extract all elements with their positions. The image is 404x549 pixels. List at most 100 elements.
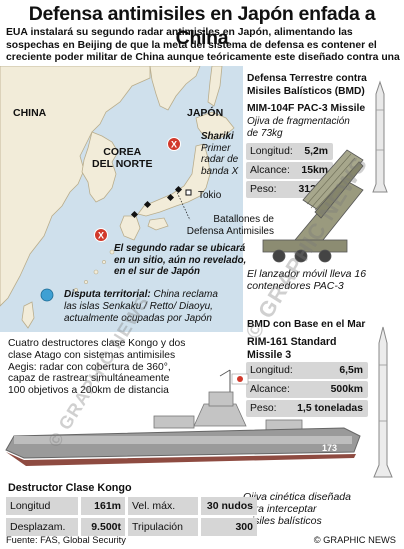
sm3-spec-weight-key: Peso:: [250, 403, 277, 414]
dispute-line3: actualmente ocupadas por Japón: [64, 312, 212, 324]
pac3-warhead-line2: de 73kg: [247, 127, 283, 139]
battery-markers: [130, 185, 183, 219]
dispute-line1: China reclama: [153, 289, 218, 300]
page-title: Defensa antimisiles en Japón enfada a Ch…: [28, 3, 376, 49]
sm3-spec-weight: Peso: 1,5 toneladas: [246, 400, 368, 417]
second-radar-marker: X: [94, 228, 108, 242]
spec-displacement-value: 9.500t: [81, 518, 125, 536]
label-japan: JAPÓN: [187, 107, 224, 119]
taiwan: [21, 301, 35, 329]
destroyer-spec-row: Desplazam. 9.500t Tripulación 300: [6, 518, 257, 536]
second-radar-line3: en el sur de Japón: [114, 266, 201, 277]
dispute-line2: las islas Senkaku / Retto/ Diaoyu,: [64, 300, 213, 312]
label-north-korea-line2: DEL NORTE: [92, 158, 153, 170]
launcher-caption-line2: contenedores PAC-3: [247, 280, 344, 292]
sm3-spec-range-key: Alcance:: [250, 384, 290, 395]
pac3-spec-range-key: Alcance:: [250, 165, 290, 176]
kyushu: [119, 215, 141, 241]
sm3-spec-length-value: 6,5m: [339, 365, 363, 376]
ships-text-line4: capaz de rastrear simultáneamente: [8, 373, 170, 385]
credit-text: © GRAPHIC NEWS: [313, 535, 396, 545]
destroyer-spec-row: Longitud 161m Vel. máx. 30 nudos: [6, 497, 257, 515]
launcher-caption-line1: El lanzador móvil lleva 16: [247, 268, 367, 280]
label-north-korea: COREA DEL NORTE: [92, 146, 152, 170]
spec-speed-key: Vel. máx.: [128, 497, 198, 515]
sm3-warhead-line2: para interceptar: [243, 503, 317, 515]
sakhalin: [207, 66, 223, 107]
shariki-desc-3: banda X: [201, 165, 239, 177]
label-batteries: Batallones de Defensa Antimisiles: [164, 214, 274, 237]
pac3-missile-title: MIM-104F PAC-3 Missile: [247, 103, 366, 114]
dispute-title: Disputa territorial:: [64, 289, 151, 300]
pac3-warhead-line1: Ojiva de fragmentación: [247, 116, 350, 127]
destroyer-drawing: 173: [5, 369, 361, 466]
pac3-warhead: Ojiva de fragmentación de 73kg: [247, 116, 350, 139]
label-north-korea-line1: COREA: [103, 146, 142, 158]
sm3-spec-weight-value: 1,5 toneladas: [297, 403, 363, 414]
pac3-spec-range: Alcance: 15km: [246, 162, 333, 179]
sm3-spec-range: Alcance: 500km: [246, 381, 368, 398]
pac3-launcher-drawing: [262, 149, 364, 263]
launcher-caption: El lanzador móvil lleva 16 contenedores …: [247, 268, 366, 292]
second-radar-x-glyph: X: [98, 231, 104, 241]
honshu: [137, 143, 211, 217]
dispute-label: Disputa territorial: China reclama las i…: [64, 289, 218, 324]
korean-peninsula: [81, 131, 119, 203]
spec-displacement-key: Desplazam.: [6, 518, 78, 536]
tokyo-marker: [185, 189, 192, 196]
sm3-warhead: Ojiva cinética diseñada para interceptar…: [243, 491, 351, 527]
label-china: CHINA: [13, 107, 47, 119]
spec-speed-value: 30 nudos: [201, 497, 257, 515]
pac3-spec-weight-key: Peso:: [250, 184, 277, 195]
pac3-spec-length-value: 5,2m: [304, 146, 328, 157]
shariki-x-glyph: X: [171, 140, 177, 150]
sm3-spec-length-key: Longitud:: [250, 365, 293, 376]
shariki-name: Shariki: [201, 131, 234, 142]
shariki-label: Shariki Primer radar de banda X: [201, 131, 238, 177]
ships-text-line5: 100 objetivos a 200km de distancia: [8, 385, 169, 397]
sm3-warhead-line3: misiles balísticos: [243, 515, 322, 527]
shikoku: [147, 217, 169, 231]
ryukyu-islands: [74, 249, 115, 292]
second-radar-label: El segundo radar se ubicará en un sitio,…: [114, 243, 246, 278]
sm3-title-line2: Missile 3: [247, 348, 292, 361]
russia-coast: [149, 66, 201, 111]
batteries-line1: Batallones de: [213, 214, 274, 225]
spec-crew-key: Tripulación: [128, 518, 198, 536]
ships-text-line1: Cuatro destructores clase Kongo y dos: [8, 338, 186, 349]
pac3-missile-drawing: [372, 80, 388, 193]
pac3-spec-range-value: 15km: [301, 165, 328, 176]
map: X X: [0, 66, 243, 332]
second-radar-line2: en un sitio, aún no revelado,: [114, 254, 247, 266]
ships-text-line3: Aegis: radar con cobertura de 360°,: [8, 361, 171, 373]
shariki-desc-2: radar de: [201, 154, 239, 165]
shariki-radar-marker: X: [167, 137, 181, 151]
land-header-line2: Misiles Balísticos (BMD): [247, 85, 365, 97]
pac3-spec-length: Longitud: 5,2m: [246, 143, 333, 160]
ships-text-line2: clase Atago con sistemas antimisiles: [8, 349, 176, 361]
land-header-line1: Defensa Terrestre contra: [247, 73, 367, 84]
land-bmd-header: Defensa Terrestre contra Misiles Balísti…: [247, 73, 402, 98]
spec-length-value: 161m: [81, 497, 125, 515]
second-radar-line1: El segundo radar se ubicará: [114, 243, 246, 254]
map-drawing: X X: [0, 66, 235, 329]
disputed-islands-marker: [40, 288, 54, 302]
ships-text: Cuatro destructores clase Kongo y dos cl…: [8, 338, 185, 397]
sm3-missile-title: RIM-161 Standard Missile 3: [247, 336, 336, 361]
hull-number: 173: [322, 443, 337, 453]
destroyer-flag: [231, 373, 249, 385]
shariki-desc-1: Primer: [201, 142, 231, 154]
pac3-spec-length-key: Longitud:: [250, 146, 293, 157]
sm3-missile-drawing: [373, 326, 393, 478]
sm3-warhead-line1: Ojiva cinética diseñada: [243, 491, 351, 503]
sm3-spec-length: Longitud: 6,5m: [246, 362, 368, 379]
source-text: Fuente: FAS, Global Security: [6, 535, 126, 545]
spec-length-key: Longitud: [6, 497, 78, 515]
destroyer-header: Destructor Clase Kongo: [8, 482, 132, 494]
label-tokyo: Tokio: [198, 190, 222, 201]
spec-crew-value: 300: [201, 518, 257, 536]
hokkaido: [195, 111, 235, 141]
destroyer-spec-table: Longitud 161m Vel. máx. 30 nudos Desplaz…: [3, 494, 260, 539]
batteries-line2: Defensa Antimisiles: [186, 225, 274, 237]
sm3-spec-range-value: 500km: [330, 384, 363, 395]
